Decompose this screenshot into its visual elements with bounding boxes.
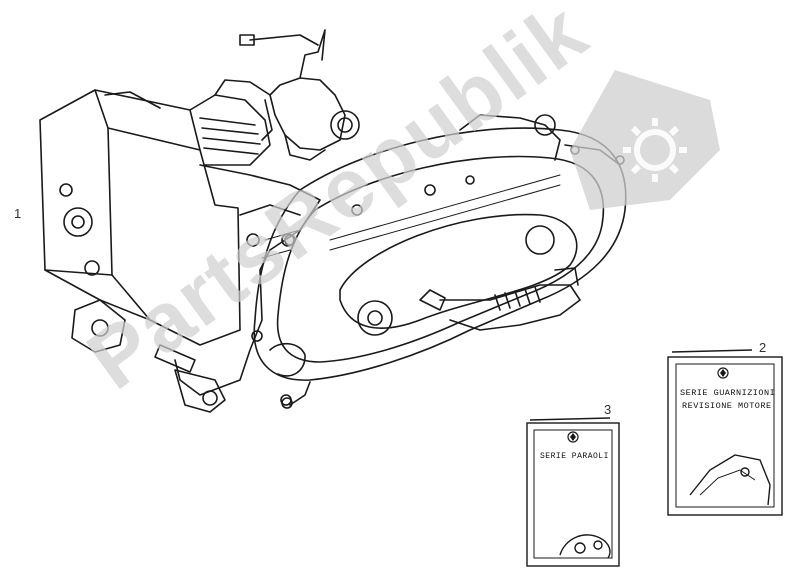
gasket-kit-label-2: REVISIONE MOTORE	[682, 401, 772, 411]
callout-oil-seal-kit: 3	[604, 402, 612, 417]
piaggio-logo-icon	[717, 367, 729, 379]
callout-gasket-kit: 2	[759, 340, 767, 355]
gasket-kit-label-1: SERIE GUARNIZIONI	[680, 388, 776, 398]
callout-engine: 1	[14, 206, 22, 221]
piaggio-logo-icon	[567, 431, 579, 443]
oil-seal-kit-label: SERIE PARAOLI	[540, 452, 609, 461]
